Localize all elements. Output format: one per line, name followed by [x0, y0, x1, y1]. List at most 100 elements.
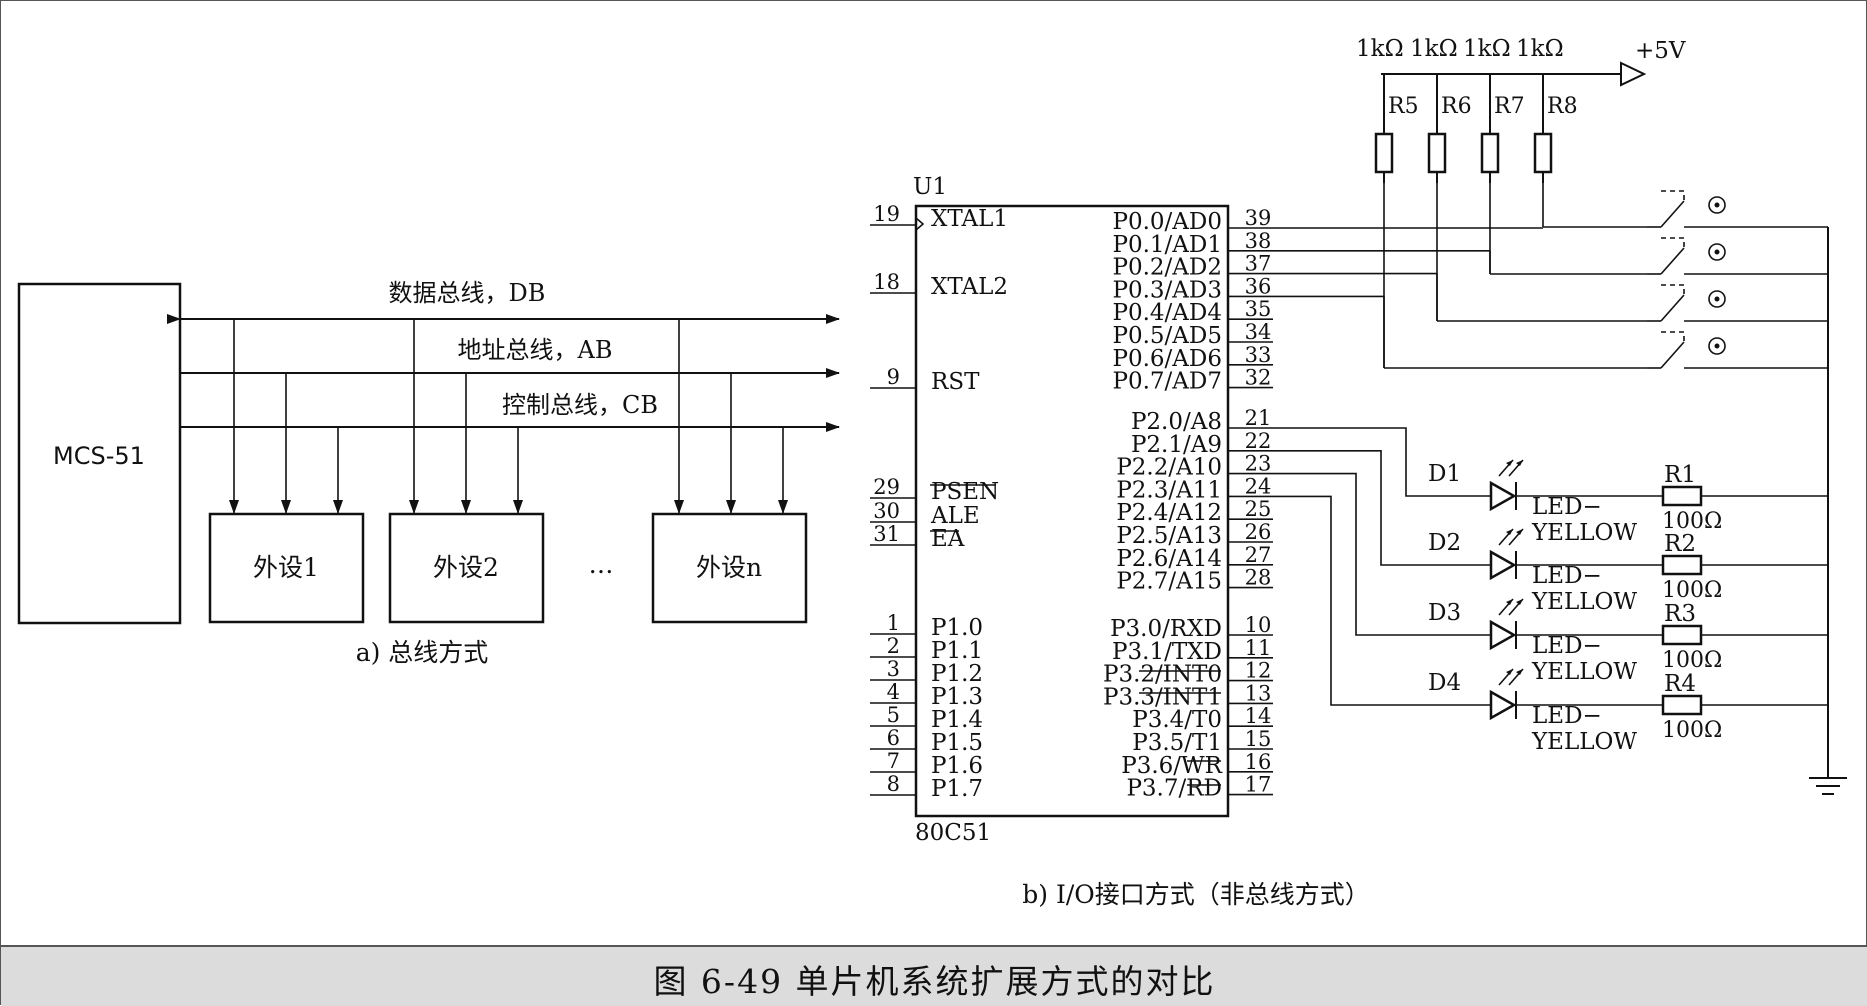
- pin-number: 22: [1245, 429, 1272, 453]
- switch-array: [1273, 183, 1828, 369]
- bus-subcaption: a) 总线方式: [356, 638, 489, 667]
- led-type-label: YELLOW: [1531, 589, 1637, 615]
- led-resistor-ref-label: R2: [1664, 531, 1696, 557]
- chip-ref-label: U1: [913, 174, 947, 200]
- pin-name: P2.0/A8: [1131, 409, 1222, 435]
- pullup-ref-label: R5: [1388, 94, 1419, 119]
- pullup-ref-label: R6: [1441, 94, 1472, 119]
- led-icon: [1489, 459, 1524, 512]
- pushbutton-switch: [1647, 237, 1828, 275]
- pullup-resistor: [1427, 132, 1447, 174]
- pin-name: P3.7/RD: [1126, 776, 1222, 802]
- pullup-value-r7: 1kΩ: [1463, 36, 1511, 62]
- led-resistor-value-label: 100Ω: [1662, 718, 1722, 743]
- vcc-symbol: [1620, 61, 1647, 87]
- pin-number: 27: [1245, 543, 1272, 567]
- chip-right-pins: 39P0.0/AD038P0.1/AD137P0.2/AD236P0.3/AD3…: [1103, 206, 1273, 802]
- pin-name: P3.6/WR: [1121, 753, 1222, 779]
- pin-name: PSEN: [931, 479, 999, 505]
- led-resistor: [1661, 554, 1703, 576]
- pin-name: P1.0: [931, 615, 983, 641]
- pin-name: P1.4: [931, 707, 983, 733]
- led-ref-label: D3: [1428, 600, 1461, 626]
- pin-number: 12: [1245, 659, 1272, 683]
- pin-number: 25: [1245, 497, 1272, 521]
- pin-number: 29: [873, 475, 900, 499]
- pin-number: 24: [1245, 474, 1272, 498]
- led-resistor: [1661, 485, 1703, 507]
- pin-name: P2.4/A12: [1116, 500, 1222, 526]
- pin-number: 4: [887, 680, 900, 704]
- pin-name: ALE: [930, 503, 980, 529]
- switch-button-icon: [1708, 243, 1726, 261]
- pin-name: P3.0/RXD: [1110, 616, 1222, 642]
- pin-name: P3.1/TXD: [1112, 639, 1222, 665]
- pin-name: P2.6/A14: [1116, 546, 1222, 572]
- peripheral-1-box: [208, 512, 365, 624]
- pin-name: P3.5/T1: [1132, 730, 1222, 756]
- pin-number: 33: [1245, 343, 1272, 367]
- peripheral-n-label: 外设n: [696, 553, 762, 582]
- led-resistor-ref-label: R4: [1664, 671, 1696, 697]
- chip-part-label: 80C51: [915, 820, 991, 846]
- led-resistor-value-label: 100Ω: [1662, 648, 1722, 673]
- peripheral-ellipsis: …: [589, 550, 614, 579]
- pin-name: P0.4/AD4: [1113, 300, 1223, 326]
- vcc-label: +5V: [1635, 38, 1686, 64]
- pin-number: 3: [887, 657, 900, 681]
- led-resistor-value-label: 100Ω: [1662, 578, 1722, 603]
- pin-name: P1.2: [931, 661, 983, 687]
- pin-name: P1.7: [931, 776, 983, 802]
- pin-number: 23: [1245, 452, 1272, 476]
- pin-name: P0.5/AD5: [1113, 323, 1223, 349]
- caption-bar: 图 6-49 单片机系统扩展方式的对比: [1, 945, 1867, 1006]
- switch-button-icon: [1708, 337, 1726, 355]
- led-icon: [1489, 528, 1524, 581]
- pin-number: 31: [873, 522, 900, 546]
- pin-number: 11: [1245, 636, 1272, 660]
- pin-name: P0.2/AD2: [1113, 255, 1223, 281]
- switch-button-icon: [1708, 290, 1726, 308]
- bus-diagram: MCS-51 数据总线，DB 地址总线，AB 控制总线，CB 外设1 外设2 外…: [17, 279, 840, 667]
- led-resistor: [1661, 624, 1703, 646]
- pin-name: P0.6/AD6: [1113, 346, 1223, 372]
- pin-name: P0.0/AD0: [1113, 209, 1223, 235]
- led-type-label: YELLOW: [1531, 520, 1637, 546]
- pin-name: XTAL1: [931, 206, 1008, 232]
- pin-name: P0.7/AD7: [1113, 369, 1223, 395]
- pin-name: P1.3: [931, 684, 983, 710]
- pin-number: 15: [1245, 727, 1272, 751]
- pin-number: 7: [887, 749, 900, 773]
- pin-number: 2: [887, 634, 900, 658]
- led-resistor-value-label: 100Ω: [1662, 509, 1722, 534]
- led-type-label: LED−: [1532, 563, 1602, 589]
- chip-body: [914, 204, 1230, 818]
- pin-name: P3.4/T0: [1132, 707, 1222, 733]
- pin-number: 8: [887, 772, 900, 796]
- led-resistor: [1661, 694, 1703, 716]
- pushbutton-switch: [1647, 331, 1828, 369]
- pin-name: P2.7/A15: [1116, 569, 1222, 595]
- pin-number: 19: [873, 202, 900, 226]
- pullup-resistor: [1480, 132, 1500, 174]
- figure-caption: 图 6-49 单片机系统扩展方式的对比: [653, 962, 1216, 1001]
- pin-number: 21: [1245, 406, 1272, 430]
- pin-number: 10: [1245, 613, 1272, 637]
- mcs51-label: MCS-51: [53, 442, 145, 470]
- pin-number: 6: [887, 726, 900, 750]
- led-ref-label: D4: [1428, 670, 1461, 696]
- pin-name: XTAL2: [931, 274, 1008, 300]
- pin-number: 18: [873, 270, 900, 294]
- pin-name: P2.5/A13: [1116, 523, 1222, 549]
- pin-name: P2.3/A11: [1116, 477, 1222, 503]
- pullup-value-r8: 1kΩ: [1516, 36, 1564, 62]
- pin-number: 16: [1245, 750, 1272, 774]
- pin-number: 28: [1245, 566, 1272, 590]
- pin-number: 35: [1245, 297, 1272, 321]
